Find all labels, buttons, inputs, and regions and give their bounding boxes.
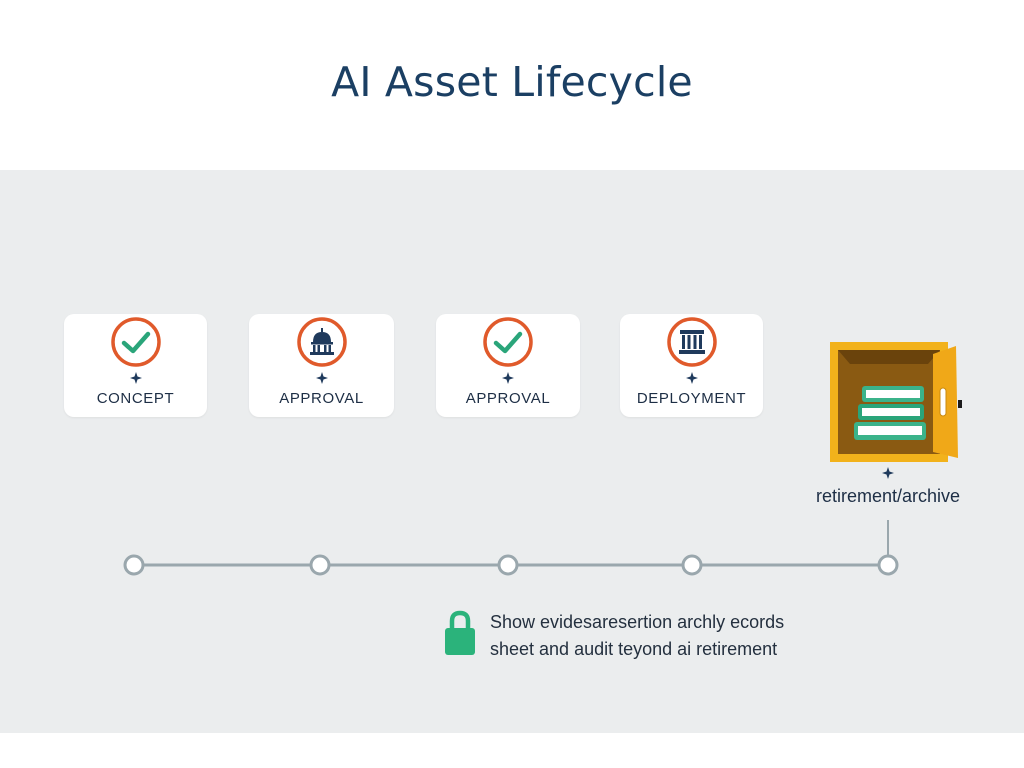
note-text: Show evidesaresertion archly ecords shee… <box>490 609 870 663</box>
safe-with-books-icon <box>830 342 962 462</box>
stage-card-deployment: DEPLOYMENT <box>620 314 763 417</box>
connector-dot-icon <box>882 467 894 479</box>
page-title: AI Asset Lifecycle <box>331 58 693 106</box>
connector-dot-icon <box>685 372 698 384</box>
connector-dot-icon <box>129 372 142 384</box>
connector-dot-icon <box>315 372 328 384</box>
note-line: Show evidesaresertion archly ecords <box>490 612 785 632</box>
capitol-building-icon <box>296 317 347 367</box>
bank-building-icon <box>666 317 717 367</box>
stage-label: APPROVAL <box>279 390 364 407</box>
stage-card-approval-2: APPROVAL <box>436 314 580 417</box>
stage-card-approval: APPROVAL <box>249 314 394 417</box>
stage-card-concept: CONCEPT <box>64 314 207 417</box>
stage-label: CONCEPT <box>96 390 175 407</box>
connector-dot-icon <box>502 372 514 384</box>
padlock-icon <box>445 610 475 655</box>
stage-label: APPROVAL <box>465 390 551 407</box>
archive-label: retirement/archive <box>815 486 961 506</box>
header: AI Asset Lifecycle <box>0 0 1024 170</box>
note-line: sheet and audit teyond ai retirement <box>490 639 778 659</box>
checkmark-icon <box>483 317 533 367</box>
checkmark-icon <box>110 317 161 367</box>
footer-strip <box>0 733 1024 768</box>
stage-label: DEPLOYMENT <box>636 390 747 407</box>
